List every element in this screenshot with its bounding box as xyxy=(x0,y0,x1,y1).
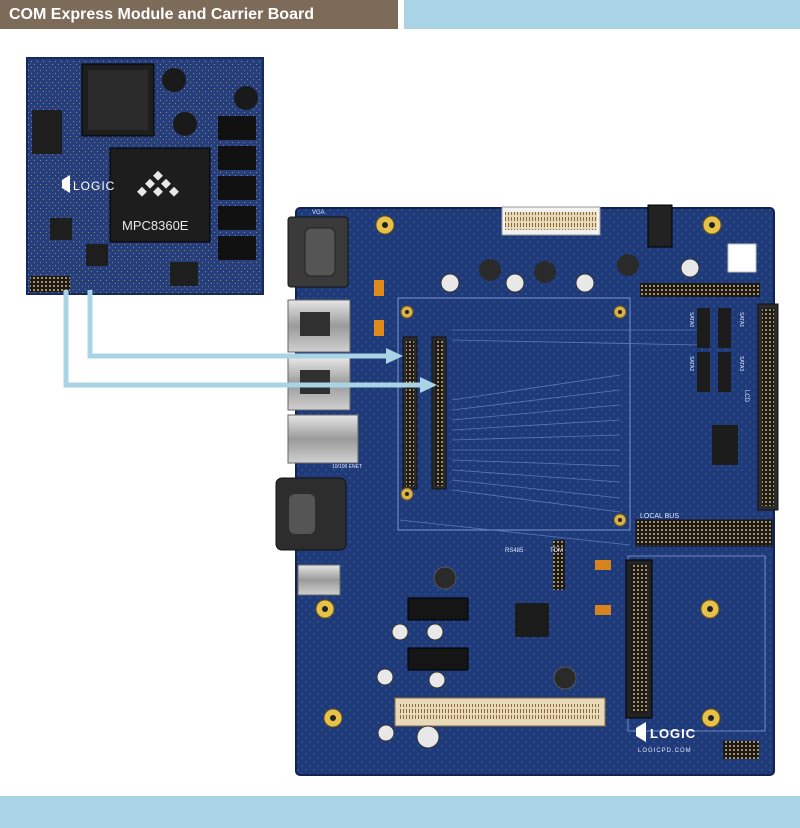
capacitor-9 xyxy=(428,671,446,689)
silk-vga: VGA xyxy=(312,210,325,216)
usb-connector xyxy=(297,564,341,596)
com-express-module: MPC8360E LOGIC xyxy=(26,57,264,295)
carrier-board: VGA LOCAL BUS LCD RS485 TDM SATA0 SATA1 … xyxy=(275,204,779,776)
arrow-head-1 xyxy=(386,348,403,364)
jumper-block xyxy=(727,243,757,273)
sata3-connector xyxy=(718,352,731,392)
silk-sata1: SATA1 xyxy=(738,312,744,327)
serial-port xyxy=(289,494,315,534)
sata0-connector xyxy=(697,308,710,348)
com-connector-b-pins xyxy=(435,340,443,486)
inductor-1 xyxy=(479,259,501,281)
capacitor-12 xyxy=(377,724,395,742)
page-title: COM Express Module and Carrier Board xyxy=(0,0,398,29)
ethernet-jack-2-opening xyxy=(300,370,330,394)
arrow-line-2 xyxy=(63,290,420,388)
sata2-connector xyxy=(697,352,710,392)
freescale-logo-icon xyxy=(137,170,179,197)
page-title-text: COM Express Module and Carrier Board xyxy=(9,6,314,23)
capacitor-8 xyxy=(376,668,394,686)
top-pin-header xyxy=(640,283,760,297)
pcie-slot-1 xyxy=(407,597,469,621)
module-chip-label: MPC8360E xyxy=(122,218,189,233)
mounting-holes xyxy=(315,215,722,728)
silk-sata2: SATA2 xyxy=(688,356,694,371)
module-inductor-3 xyxy=(173,112,197,136)
module-landing-outline xyxy=(397,297,631,531)
capacitor-6 xyxy=(391,623,409,641)
module-memory-3 xyxy=(218,176,256,200)
module-pin-header xyxy=(30,276,70,292)
module-cpu xyxy=(109,147,211,243)
module-memory-4 xyxy=(218,206,256,230)
tantalum-cap-3 xyxy=(374,280,384,296)
silk-ethernet: 10/100 ENET xyxy=(332,464,362,470)
sata1-connector xyxy=(718,308,731,348)
ethernet-jack-1-opening xyxy=(300,312,330,336)
carrier-logo: LOGIC LOGICPD.COM xyxy=(636,722,696,754)
carrier-logo-mark-icon xyxy=(636,722,646,742)
silk-local-bus: LOCAL BUS xyxy=(640,513,679,520)
capacitor-4 xyxy=(680,258,700,278)
module-ic-small-2 xyxy=(86,244,108,266)
silk-sata0: SATA0 xyxy=(688,312,694,327)
module-ic-small-3 xyxy=(170,262,198,286)
module-memory-1 xyxy=(218,116,256,140)
module-inductor-1 xyxy=(162,68,186,92)
module-inductor-2 xyxy=(234,86,258,110)
capacitor-5 xyxy=(433,566,457,590)
module-bga-die xyxy=(88,70,148,130)
bottom-right-header xyxy=(723,741,759,759)
module-memory-5 xyxy=(218,236,256,260)
module-brand: LOGIC xyxy=(73,179,115,193)
tantalum-cap-1 xyxy=(595,560,611,570)
ic-right xyxy=(712,425,738,465)
capacitor-11 xyxy=(416,725,440,749)
com-connector-a-pins xyxy=(406,340,414,486)
atx-power-pins xyxy=(505,212,597,230)
footer-accent-bar xyxy=(0,796,800,828)
local-bus-header xyxy=(635,519,773,547)
capacitor-2 xyxy=(505,273,525,293)
silk-tdm: TDM xyxy=(550,548,563,554)
tantalum-cap-4 xyxy=(374,320,384,336)
inductor-3 xyxy=(617,254,639,276)
silk-lcd: LCD xyxy=(743,390,749,403)
silk-rs485: RS485 xyxy=(505,548,524,554)
capacitor-7 xyxy=(426,623,444,641)
arrow-head-2 xyxy=(420,377,437,393)
capacitor-1 xyxy=(440,273,460,293)
power-jack xyxy=(647,204,673,248)
ic-center xyxy=(515,603,549,637)
header-accent-bar xyxy=(404,0,800,29)
capacitor-3 xyxy=(575,273,595,293)
module-logo-mark-icon xyxy=(62,175,70,193)
carrier-website: LOGICPD.COM xyxy=(638,748,692,754)
usb-stack-connector xyxy=(287,414,359,464)
vga-port xyxy=(304,227,336,277)
capacitor-10 xyxy=(553,666,577,690)
trace-lines xyxy=(399,329,701,546)
sodimm-pins xyxy=(631,565,647,713)
carrier-brand: LOGIC xyxy=(650,726,696,741)
tdm-header xyxy=(553,540,565,590)
module-ic-small-1 xyxy=(50,218,72,240)
pcie-slot-2 xyxy=(407,647,469,671)
connector-arrows xyxy=(63,290,437,393)
silk-sata3: SATA3 xyxy=(738,356,744,371)
lcd-connector-pins xyxy=(762,308,774,506)
inductor-2 xyxy=(534,261,556,283)
module-ic-left xyxy=(32,110,62,154)
module-memory-2 xyxy=(218,146,256,170)
tantalum-cap-2 xyxy=(595,605,611,615)
pci-slot-pins xyxy=(400,704,600,720)
module-logo: LOGIC xyxy=(62,175,115,193)
arrow-line-1 xyxy=(87,290,386,359)
